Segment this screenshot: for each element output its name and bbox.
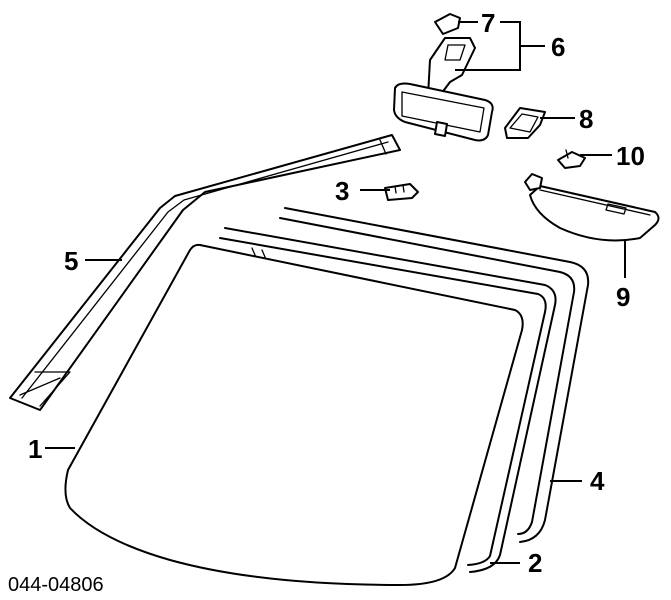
sun-visor [524, 173, 660, 242]
callout-8: 8 [579, 104, 593, 134]
windshield-glass [64, 243, 524, 586]
inner-molding [219, 227, 557, 573]
callout-10: 10 [616, 141, 645, 171]
pillar-molding [9, 134, 401, 411]
callout-2: 2 [528, 548, 542, 578]
drawing-code: 044-04806 [8, 574, 104, 596]
rear-view-mirror [393, 37, 494, 142]
molding-clip [384, 183, 419, 201]
outer-weatherstrip [279, 207, 590, 543]
mirror-cover [434, 13, 461, 35]
callout-6: 6 [551, 32, 565, 62]
callout-4: 4 [590, 466, 605, 496]
callout-7: 7 [481, 8, 495, 38]
leader-lines [45, 21, 626, 564]
callout-9: 9 [616, 282, 630, 312]
callout-3: 3 [335, 176, 349, 206]
callout-5: 5 [64, 246, 78, 276]
callout-1: 1 [28, 434, 42, 464]
visor-holder [557, 149, 586, 169]
mirror-bracket [504, 107, 546, 139]
